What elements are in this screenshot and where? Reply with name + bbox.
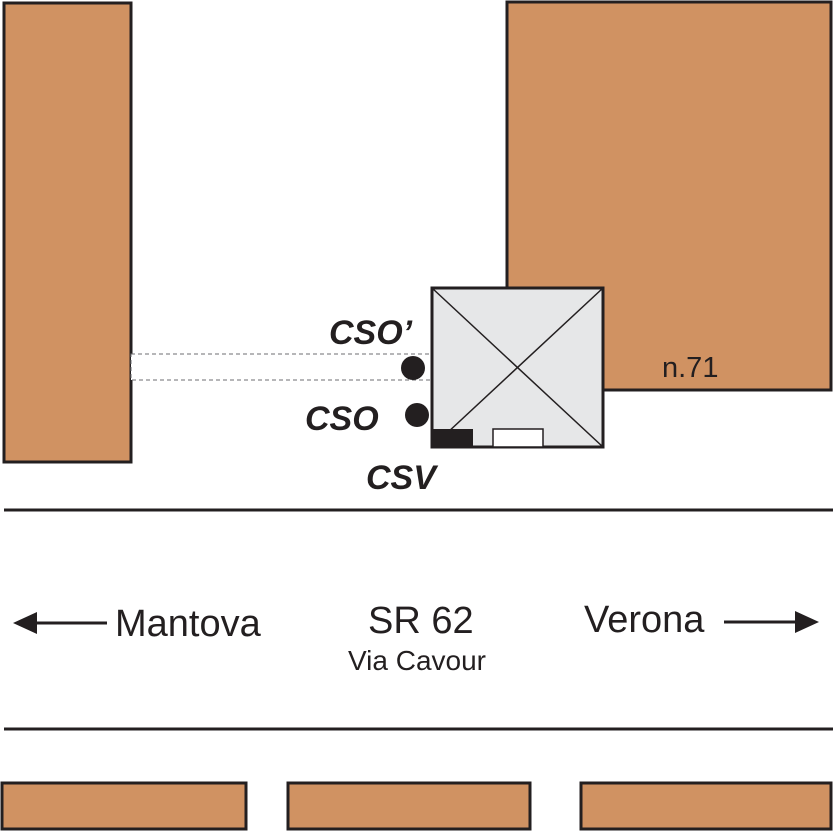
kiosk xyxy=(430,286,605,449)
kiosk-door xyxy=(492,428,544,448)
building-bottom-center xyxy=(286,781,532,831)
building-bottom-right xyxy=(579,781,833,831)
sensor-cso-label: CSO xyxy=(305,400,379,438)
direction-left-label: Mantova xyxy=(115,603,262,645)
road-code-label: SR 62 xyxy=(368,600,474,642)
building-bottom-left xyxy=(0,781,248,831)
passage xyxy=(130,353,433,381)
arrow-left-icon xyxy=(13,612,107,634)
sensor-csv-label: CSV xyxy=(366,459,439,497)
direction-right-label: Verona xyxy=(584,599,705,641)
street-name-label: Via Cavour xyxy=(348,645,486,676)
kiosk-dark-block xyxy=(432,429,473,447)
sensor-cso-prime-marker xyxy=(401,356,425,380)
sensor-cso-marker xyxy=(405,403,429,427)
arrow-right-icon xyxy=(724,611,819,633)
building-left xyxy=(2,1,133,464)
house-number: n.71 xyxy=(662,352,718,384)
sensor-cso-prime-label: CSO’ xyxy=(329,314,413,352)
